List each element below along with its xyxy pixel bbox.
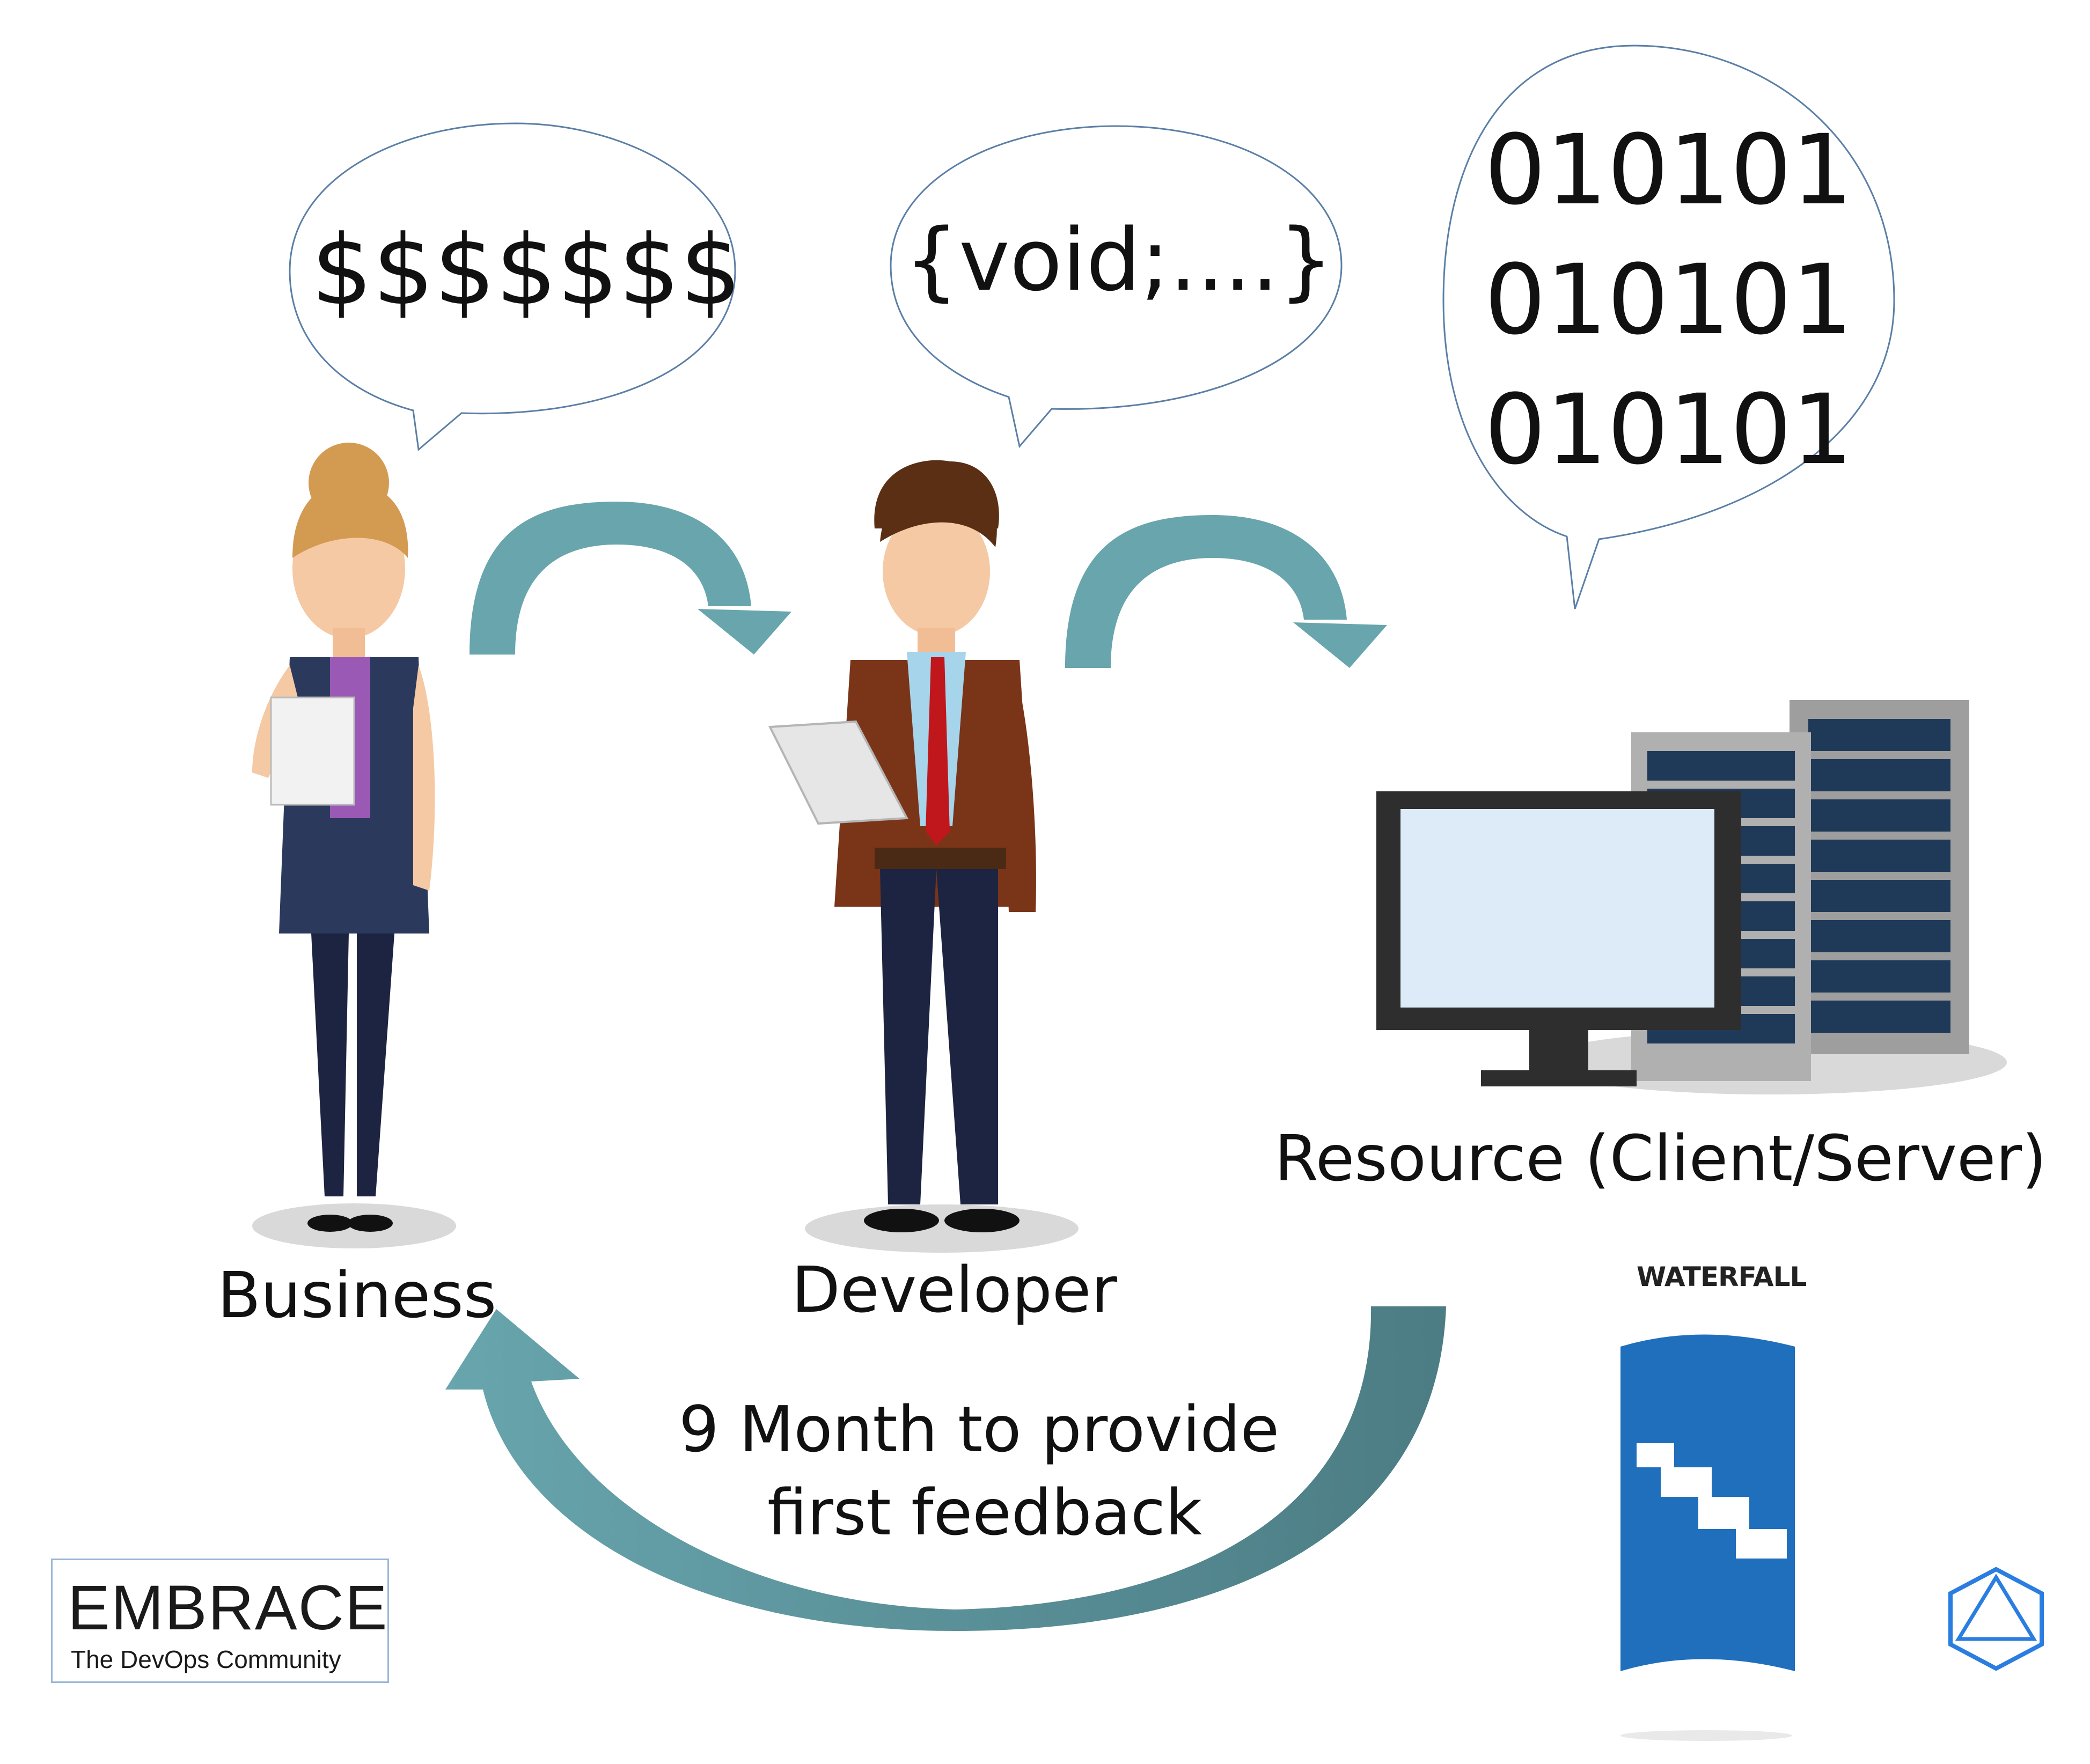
waterfall-icon	[1620, 1334, 1795, 1741]
embrace-logo-subtitle: The DevOps Community	[71, 1645, 341, 1673]
developer-bubble-text: {void;....}	[904, 210, 1333, 310]
feedback-text-line-2: first feedback	[767, 1475, 1202, 1549]
speech-bubble-business	[289, 122, 736, 451]
embrace-logo-title: EMBRACE	[68, 1572, 388, 1643]
resource-label: Resource (Client/Server)	[1274, 1121, 2047, 1195]
developer-label: Developer	[791, 1253, 1117, 1327]
resource-bubble-line-3: 010101	[1484, 374, 1853, 486]
arrow-developer-to-resource	[1065, 515, 1387, 668]
speech-bubble-developer	[890, 125, 1343, 449]
speech-bubble-resource	[1442, 45, 1895, 609]
server-racks-illustration	[1376, 700, 2007, 1094]
business-person-illustration	[252, 443, 456, 1248]
feedback-text-line-1: 9 Month to provide	[679, 1392, 1280, 1466]
arrow-feedback-loop	[445, 1306, 1446, 1631]
business-bubble-text: $$$$$$$	[311, 215, 742, 327]
developer-person-illustration	[768, 460, 1079, 1253]
business-label: Business	[217, 1258, 497, 1332]
resource-bubble-line-2: 010101	[1484, 244, 1853, 356]
resource-bubble-line-1: 010101	[1484, 114, 1853, 226]
waterfall-label: WATERFALL	[1637, 1261, 1807, 1292]
arrow-business-to-developer	[470, 502, 791, 655]
community-logo-icon	[1948, 1567, 2044, 1671]
embrace-logo: EMBRACE The DevOps Community	[51, 1559, 389, 1683]
